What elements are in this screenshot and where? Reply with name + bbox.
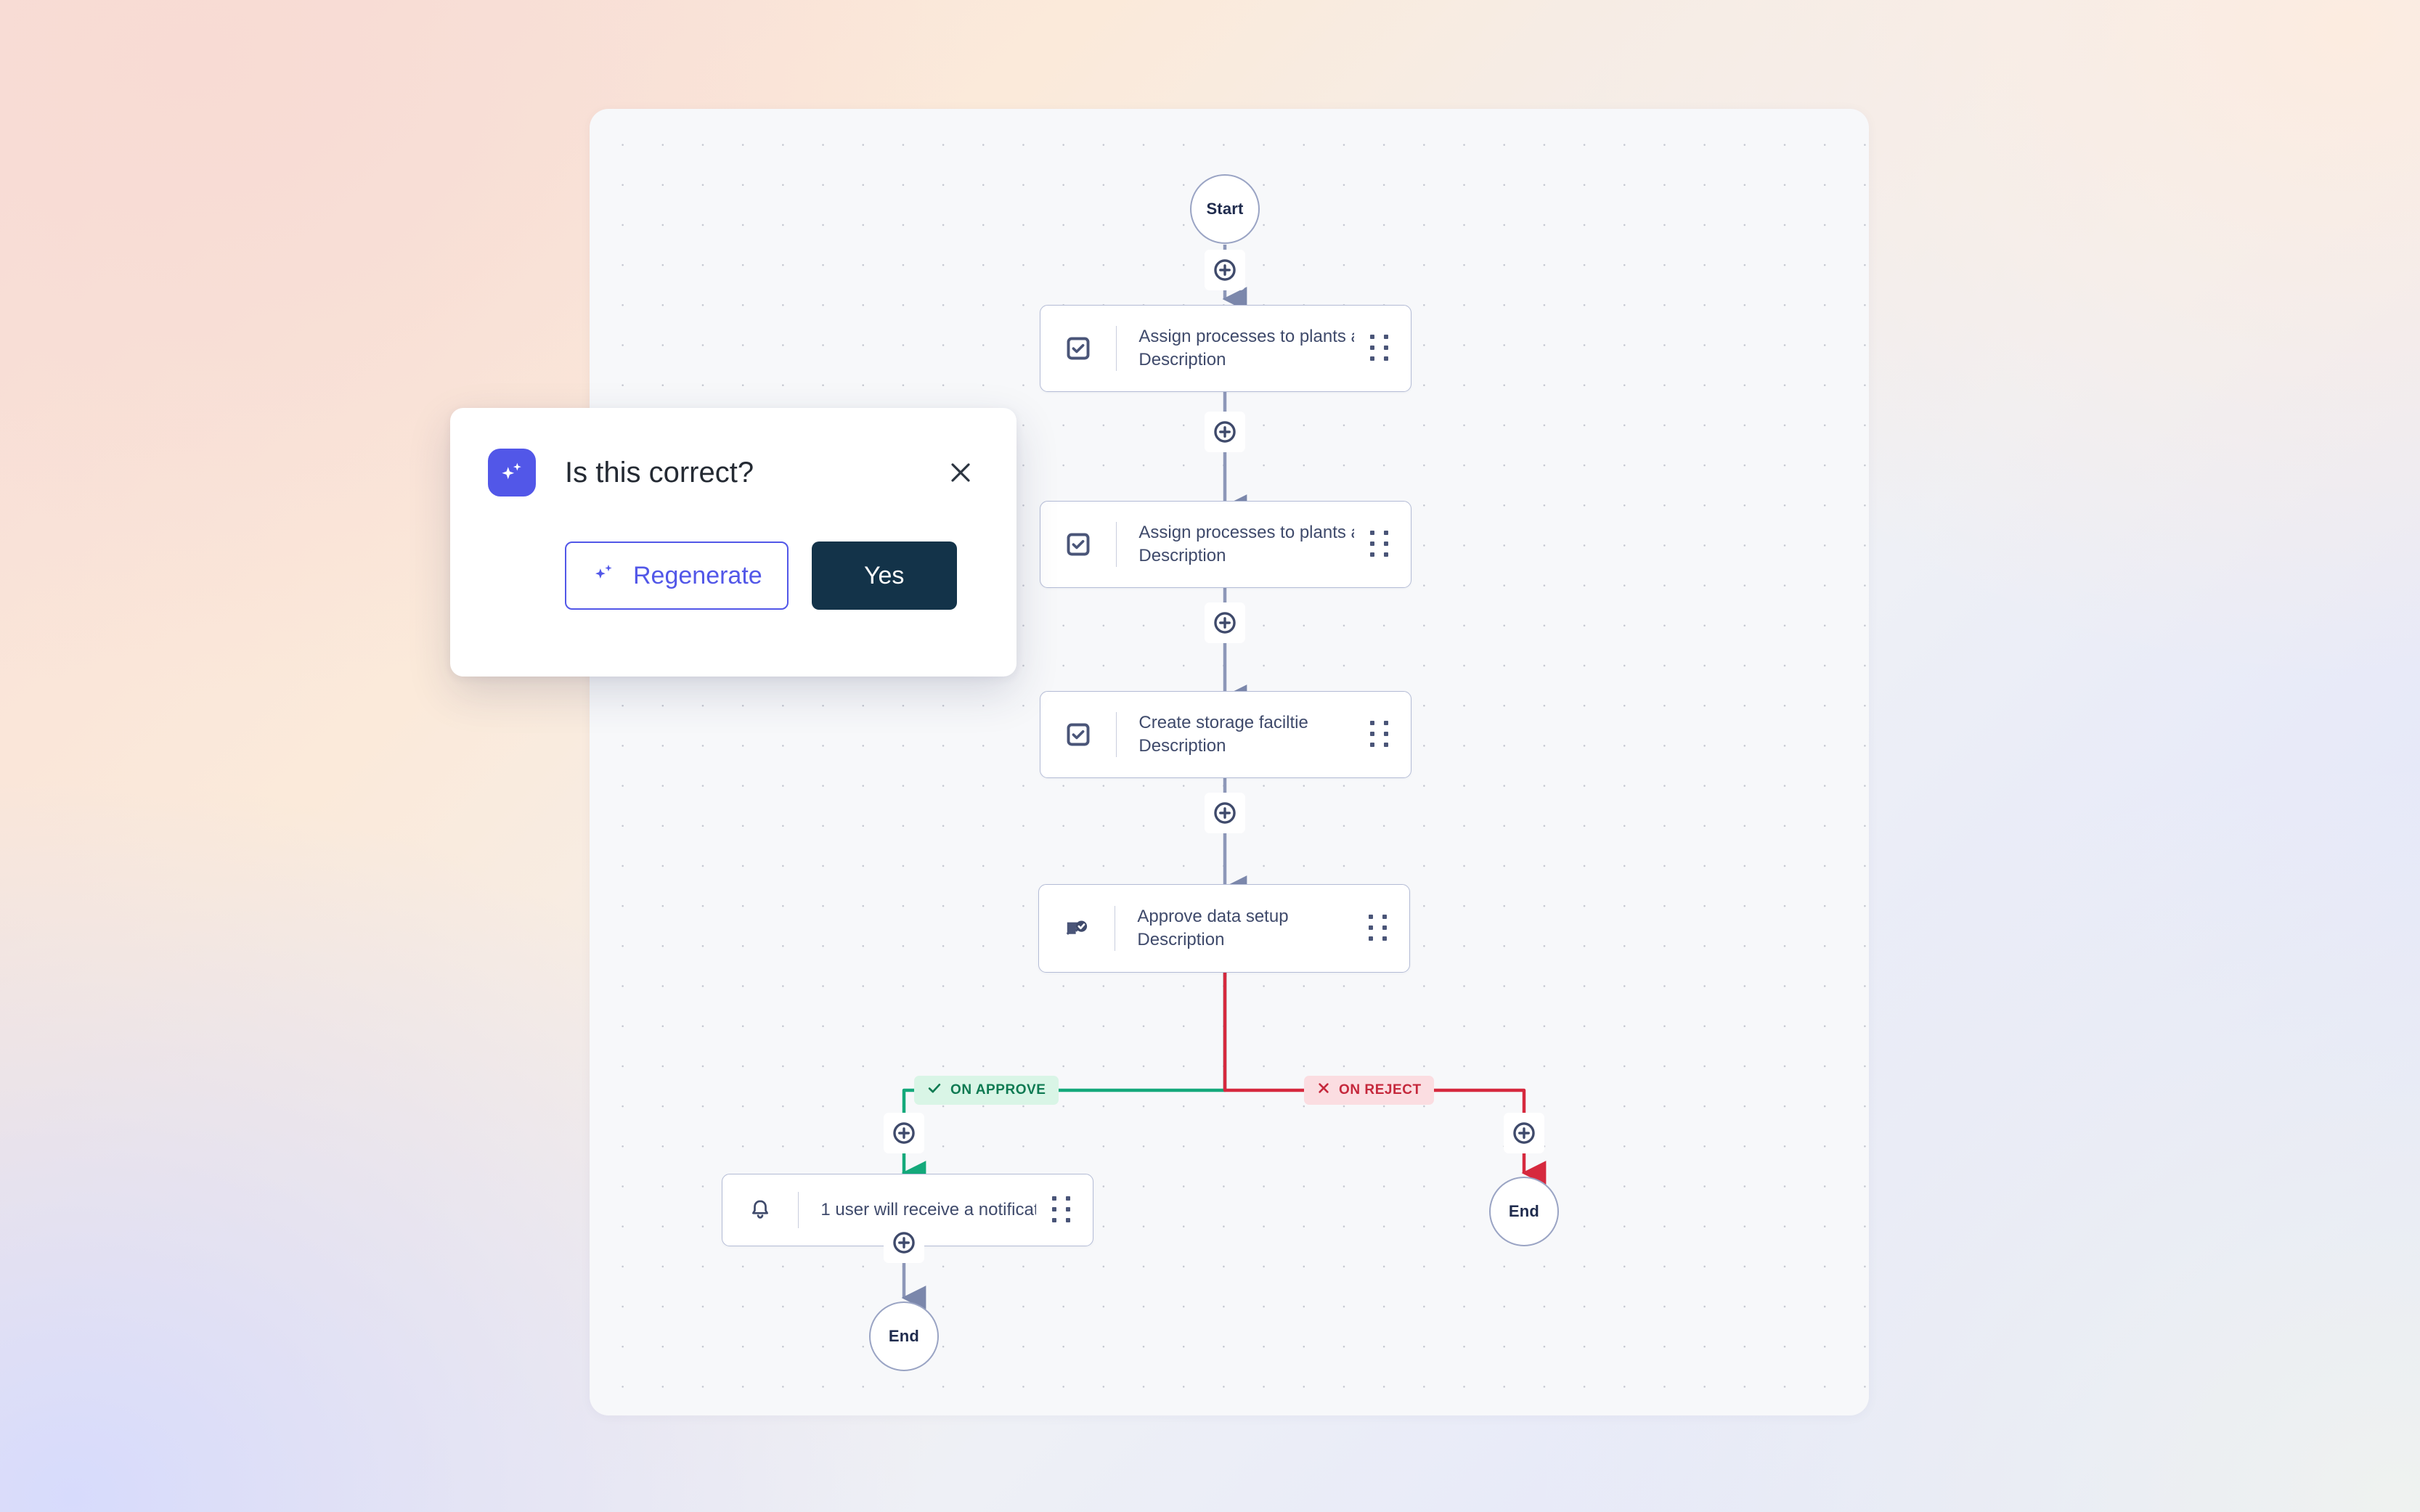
end-node-reject-label: End <box>1508 1202 1540 1220</box>
start-node-label: Start <box>1206 200 1244 218</box>
branch-label-on-reject-text: ON REJECT <box>1339 1082 1422 1098</box>
drag-handle-icon[interactable] <box>1354 335 1405 362</box>
approval-node-description: Description <box>1137 930 1225 949</box>
end-node-reject[interactable]: End <box>1489 1177 1559 1246</box>
task-node-3-description: Description <box>1138 736 1226 756</box>
task-node-1-description: Description <box>1138 350 1226 369</box>
task-node-3-text: Create storage faciltie Description <box>1117 711 1354 758</box>
checkbox-checked-icon <box>1040 722 1116 748</box>
bell-icon <box>722 1198 798 1222</box>
task-node-1-title: Assign processes to plants and p... <box>1138 326 1354 346</box>
end-node-approve-label: End <box>888 1327 920 1345</box>
checkbox-checked-icon <box>1040 531 1116 557</box>
drag-handle-icon[interactable] <box>1353 915 1403 942</box>
task-node-1-text: Assign processes to plants and p... Desc… <box>1117 325 1354 372</box>
approval-node-text: Approve data setup Description <box>1115 905 1353 952</box>
approval-node[interactable]: Approve data setup Description <box>1038 884 1410 973</box>
drag-handle-icon[interactable] <box>1354 721 1405 748</box>
checkbox-checked-icon <box>1040 335 1116 361</box>
node-divider <box>1116 522 1117 567</box>
dialog-actions: Regenerate Yes <box>450 496 1017 610</box>
add-node-button-after-task-3[interactable] <box>1205 793 1245 833</box>
approval-node-title: Approve data setup <box>1137 906 1289 926</box>
x-icon <box>1316 1081 1331 1100</box>
regenerate-button[interactable]: Regenerate <box>565 542 789 610</box>
add-node-button-after-notification[interactable] <box>884 1222 924 1263</box>
close-icon[interactable] <box>941 453 980 492</box>
task-node-1[interactable]: Assign processes to plants and p... Desc… <box>1040 305 1411 392</box>
add-node-button-after-task-2[interactable] <box>1205 602 1245 643</box>
task-node-2-description: Description <box>1138 546 1226 565</box>
notification-node-text: 1 user will receive a notification <box>799 1201 1036 1219</box>
yes-button[interactable]: Yes <box>811 542 957 610</box>
sparkle-icon <box>591 560 617 592</box>
regenerate-button-label: Regenerate <box>633 561 762 589</box>
check-icon <box>926 1080 942 1100</box>
add-node-button-on-approve[interactable] <box>884 1113 924 1153</box>
drag-handle-icon[interactable] <box>1354 531 1405 558</box>
add-node-button-on-reject[interactable] <box>1504 1113 1544 1153</box>
task-node-3[interactable]: Create storage faciltie Description <box>1040 691 1411 778</box>
task-node-2[interactable]: Assign processes to plants and p... Desc… <box>1040 501 1411 588</box>
branch-label-on-reject[interactable]: ON REJECT <box>1304 1076 1434 1105</box>
dialog-header: Is this correct? <box>450 408 1017 496</box>
end-node-approve[interactable]: End <box>869 1301 939 1371</box>
branch-label-on-approve[interactable]: ON APPROVE <box>914 1076 1059 1105</box>
notification-node-title: 1 user will receive a notification <box>820 1200 1036 1219</box>
workflow-canvas[interactable]: Start End End Assign processes to plants… <box>590 109 1869 1415</box>
task-node-3-title: Create storage faciltie <box>1138 712 1308 732</box>
add-node-button-after-start[interactable] <box>1205 250 1245 290</box>
node-divider <box>798 1191 799 1229</box>
task-node-2-text: Assign processes to plants and p... Desc… <box>1117 521 1354 568</box>
drag-handle-icon[interactable] <box>1036 1196 1087 1224</box>
branch-label-on-approve-text: ON APPROVE <box>950 1082 1046 1098</box>
task-node-2-title: Assign processes to plants and p... <box>1138 522 1354 542</box>
node-divider <box>1116 712 1117 757</box>
dialog-title: Is this correct? <box>565 456 754 489</box>
start-node[interactable]: Start <box>1190 174 1260 244</box>
add-node-button-after-task-1[interactable] <box>1205 412 1245 452</box>
node-divider <box>1116 326 1117 371</box>
clipboard-check-icon <box>1039 915 1115 941</box>
is-this-correct-dialog: Is this correct? Regenerate Yes <box>450 408 1017 677</box>
ai-sparkle-icon <box>488 449 536 496</box>
